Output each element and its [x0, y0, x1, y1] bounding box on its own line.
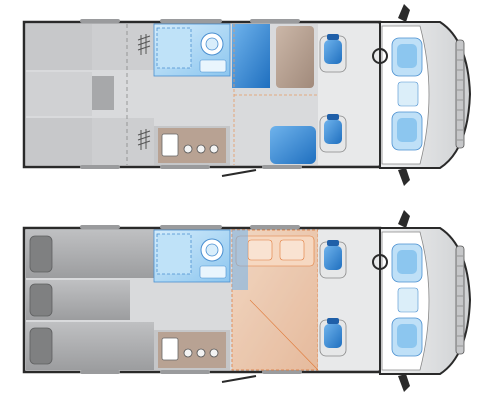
rear-cushion: [26, 24, 92, 70]
toilet-bowl: [205, 243, 219, 257]
window: [160, 19, 222, 23]
steering-wheel-icon: [372, 48, 388, 64]
window: [160, 165, 210, 169]
rear-cushion: [26, 72, 92, 116]
burner-icon: [183, 144, 193, 154]
mirror-icon: [398, 168, 410, 186]
mirror-icon: [398, 4, 410, 22]
center-console: [397, 81, 419, 107]
center-console: [397, 287, 419, 313]
table: [92, 76, 114, 110]
burner-icon: [209, 144, 219, 154]
sink-icon: [161, 337, 179, 361]
grille-lines: [457, 255, 463, 347]
ladder-icon: [137, 129, 151, 150]
layout-day: [22, 4, 472, 186]
sink-icon: [161, 133, 179, 157]
fridge: [270, 126, 316, 164]
washbasin: [199, 59, 227, 73]
wardrobe-under-bed: [232, 230, 248, 290]
window: [80, 165, 120, 169]
pillow-icon: [247, 239, 273, 261]
entry-door: [221, 169, 257, 177]
seat-icon: [319, 34, 347, 73]
toilet-bowl: [205, 37, 219, 51]
burner-icon: [196, 144, 206, 154]
driver-seat-icon: [391, 37, 423, 77]
grille-lines: [457, 49, 463, 141]
burner-icon: [196, 348, 206, 358]
window: [250, 19, 300, 23]
burner-icon: [209, 348, 219, 358]
steering-wheel-icon: [372, 254, 388, 270]
bed-fold-line: [249, 299, 319, 371]
pillow-icon: [29, 235, 53, 273]
bench-cushion: [92, 118, 154, 165]
window: [262, 370, 302, 374]
mirror-icon: [398, 210, 410, 228]
window: [160, 370, 210, 374]
layout-night: [22, 210, 472, 392]
window: [80, 370, 120, 374]
seat-icon: [319, 318, 347, 357]
cabinet: [276, 26, 314, 88]
shower-tray: [156, 27, 192, 69]
window: [250, 225, 300, 229]
window: [80, 225, 120, 229]
window: [262, 165, 302, 169]
washbasin: [199, 265, 227, 279]
pillow-icon: [29, 283, 53, 317]
wardrobe: [232, 24, 270, 88]
entry-door: [221, 375, 257, 383]
mirror-icon: [398, 374, 410, 392]
window: [160, 225, 222, 229]
rear-cushion: [26, 118, 92, 165]
shower-tray: [156, 233, 192, 275]
bench-cushion: [92, 24, 154, 70]
driver-seat-icon: [391, 243, 423, 283]
passenger-seat-icon: [391, 317, 423, 357]
window: [80, 19, 120, 23]
pillow-icon: [279, 239, 305, 261]
grille: [455, 245, 465, 355]
ladder-icon: [137, 34, 151, 55]
seat-icon: [319, 114, 347, 153]
grille: [455, 39, 465, 149]
pillow-icon: [29, 327, 53, 365]
passenger-seat-icon: [391, 111, 423, 151]
burner-icon: [183, 348, 193, 358]
seat-icon: [319, 240, 347, 279]
